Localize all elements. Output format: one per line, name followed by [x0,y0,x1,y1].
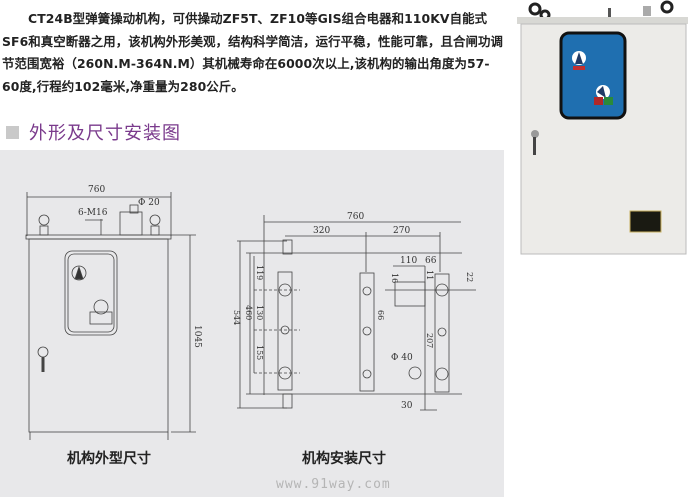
dim-height: 1045 [192,325,202,348]
install-drawing: 760 320 270 110 66 22 16 11 66 207 Φ 40 … [232,212,476,411]
install-caption: 机构安装尺寸 [302,451,386,467]
dim-110: 110 [400,256,417,266]
dim-hole: Φ 40 [391,353,413,363]
drawing-panel [0,150,504,497]
dim-shaft: Φ 20 [138,198,160,208]
dim-155: 155 [255,345,264,360]
dim-66b: 66 [376,310,385,320]
dim-width: 760 [347,212,364,222]
bullet-square-icon [6,125,19,139]
dim-11: 11 [425,270,434,280]
outline-caption: 机构外型尺寸 [67,451,151,467]
section-heading: 外形及尺寸安装图 [6,119,181,145]
dim-544: 544 [232,310,241,325]
dim-66: 66 [425,256,437,266]
dim-right-span: 270 [393,226,410,236]
dim-207: 207 [425,333,434,348]
dim-left-span: 320 [313,226,330,236]
intro-paragraph: CT24B型弹簧操动机构，可供操动ZF5T、ZF10等GIS组合电器和110KV… [2,11,503,94]
dim-width: 760 [88,185,105,195]
dim-119: 119 [255,265,264,280]
section-title: 外形及尺寸安装图 [29,123,181,144]
dim-130: 130 [255,305,264,320]
dim-30: 30 [401,401,413,411]
dim-22: 22 [465,272,474,282]
intro-text: CT24B型弹簧操动机构，可供操动ZF5T、ZF10等GIS组合电器和110KV… [2,8,507,98]
product-photo [517,0,688,255]
dim-16: 16 [390,273,399,283]
outline-drawing: 760 6-M16 Φ 20 1045 [25,185,202,440]
dim-460: 460 [244,305,253,320]
dim-bolts: 6-M16 [78,208,108,218]
watermark: www.91way.com [276,477,391,492]
